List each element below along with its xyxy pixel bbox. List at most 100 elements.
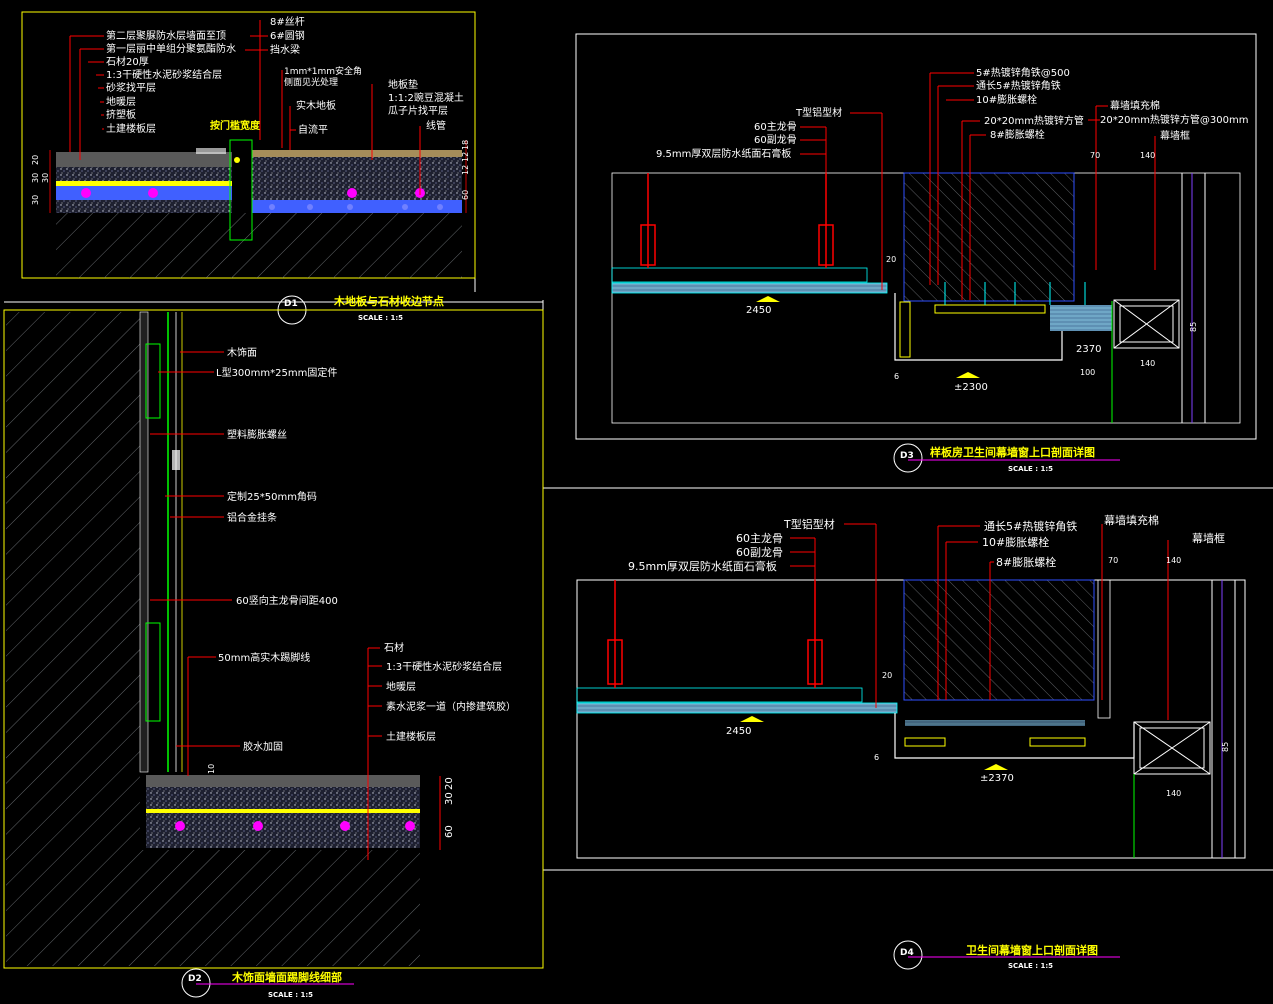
d4-dim-5: 140 — [1166, 789, 1181, 798]
d3-frame — [575, 33, 1257, 440]
d3-label-center-2: 10#膨胀螺栓 — [976, 93, 1037, 106]
d1-label-left-3: 1:3干硬性水泥砂浆结合层 — [106, 68, 222, 81]
d3-label-left-3: 9.5mm厚双层防水纸面石膏板 — [656, 147, 791, 160]
d3-label-left-1: 60主龙骨 — [754, 120, 797, 133]
d1-leaders — [69, 20, 421, 195]
d4-dim-3: 2450 — [726, 726, 751, 737]
d4-label-left-1: 60主龙骨 — [736, 532, 783, 545]
d2-pipes — [175, 821, 415, 831]
d4-label-right-0: 幕墙填充棉 — [1104, 513, 1159, 527]
d2-dim-1: 20 — [444, 777, 455, 790]
d3-dim-6: 100 — [1080, 368, 1095, 377]
d2-dim-0: 30 — [444, 792, 455, 805]
d1-dim-left-0: 20 — [31, 155, 40, 165]
d1-label-left-7: 土建楼板层 — [106, 122, 156, 135]
d1-label-far-3: 线管 — [426, 119, 446, 132]
d4-dim-1: 140 — [1166, 556, 1181, 565]
d3-dim-0: 70 — [1090, 151, 1100, 160]
d4-title: 卫生间幕墙窗上口剖面详图 — [966, 943, 1098, 957]
d3-curtain-box — [1113, 299, 1180, 349]
d4-label-center-1: 10#膨胀螺栓 — [982, 535, 1049, 549]
d1-label-left-0: 第二层聚脲防水层墙面至顶 — [106, 29, 226, 42]
d1-slab — [56, 213, 462, 278]
d1-dim-right-3: 60 — [461, 190, 470, 200]
d1-label-far-1: 1:1:2豌豆混凝土 — [388, 91, 464, 104]
d3-dim-3: 2450 — [746, 305, 771, 316]
d3-title: 样板房卫生间幕墙窗上口剖面详图 — [930, 445, 1095, 459]
detail-d4: T型铝型材 60主龙骨 60副龙骨 9.5mm厚双层防水纸面石膏板 通长5#热镀… — [576, 513, 1246, 970]
d3-dim-4: 2370 — [1076, 344, 1101, 355]
d1-dim-right-2: 12 — [461, 165, 470, 175]
d1-dim-right-1: 12 — [461, 152, 470, 162]
d3-dim-8: 85 — [1189, 322, 1198, 332]
detail-d3: T型铝型材 60主龙骨 60副龙骨 9.5mm厚双层防水纸面石膏板 5#热镀锌角… — [575, 33, 1257, 473]
d1-label-door: 按门槛宽度 — [210, 119, 261, 132]
d4-dim-2: 20 — [882, 671, 892, 680]
d1-title: 木地板与石材收边节点 — [333, 294, 444, 308]
detail-d2: 30 20 60 10 木饰面 L型300mm*25mm固定件 塑料膨胀螺丝 定… — [3, 309, 544, 999]
d2-wall — [6, 312, 420, 966]
d1-dims — [49, 140, 467, 213]
d4-curtain-box — [1133, 721, 1211, 775]
detail-d1: 20 30 30 30 18 12 12 60 第二层聚脲防水层墙面至顶 第一层… — [21, 11, 476, 325]
d2-dim-3: 10 — [207, 764, 216, 774]
d1-dim-left-3: 30 — [31, 195, 40, 205]
d2-label-wall-5: 60竖向主龙骨间距400 — [236, 594, 338, 607]
d1-label-far-0: 地板垫 — [388, 78, 418, 91]
d1-label-right-1: 自流平 — [298, 123, 328, 136]
d4-label-right-1: 幕墙框 — [1192, 531, 1225, 545]
d3-wall — [903, 172, 1075, 302]
d4-label-center-2: 8#膨胀螺栓 — [996, 555, 1056, 569]
d3-label-right-2: 幕墙框 — [1160, 129, 1190, 142]
d3-label-center-3: 20*20mm热镀锌方管 — [984, 114, 1084, 127]
d1-label-mid-1: 6#圆钢 — [270, 29, 305, 42]
d2-label-wall-2: 塑料膨胀螺丝 — [227, 428, 287, 441]
d4-label-left-0: T型铝型材 — [783, 517, 835, 531]
d3-tag: D3 — [900, 451, 914, 461]
d4-leaders — [790, 523, 1169, 720]
d4-tag-circle — [893, 940, 923, 970]
d2-label-floor-3: 素水泥浆一道（内掺建筑胶） — [386, 700, 516, 713]
d3-leaders — [800, 72, 1156, 300]
d4-label-center-0: 通长5#热镀锌角铁 — [984, 519, 1077, 533]
d2-dim-2: 60 — [444, 825, 455, 838]
d2-title: 木饰面墙面踢脚线细部 — [231, 970, 342, 984]
d2-label-wall-4: 铝合金挂条 — [227, 511, 277, 524]
d3-label-center-1: 通长5#热镀锌角铁 — [976, 79, 1061, 92]
d2-label-floor-1: 1:3干硬性水泥砂浆结合层 — [386, 660, 502, 673]
d2-tag: D2 — [188, 974, 202, 984]
d2-tag-circle — [181, 968, 211, 998]
d1-label-right-0: 实木地板 — [296, 99, 336, 112]
d1-dim-right-0: 18 — [461, 140, 470, 150]
d2-label-wall-7: 胶水加固 — [243, 740, 283, 753]
d4-label-left-3: 9.5mm厚双层防水纸面石膏板 — [628, 559, 777, 573]
d4-label-left-2: 60副龙骨 — [736, 546, 783, 559]
sheet-frame — [4, 12, 1273, 871]
d1-label-corner: 1mm*1mm安全角侧面见光处理 — [284, 65, 362, 88]
d2-leaders — [150, 351, 441, 860]
d1-label-mid-0: 8#丝杆 — [270, 16, 305, 28]
d1-dim-left-1: 30 — [31, 173, 40, 183]
d3-label-left-2: 60副龙骨 — [754, 133, 797, 146]
d3-dim-1: 140 — [1140, 151, 1155, 160]
d2-label-wall-3: 定制25*50mm角码 — [227, 490, 317, 503]
d3-label-center-4: 8#膨胀螺栓 — [990, 128, 1045, 141]
d4-tag: D4 — [900, 948, 914, 958]
d3-label-right-0: 幕墙填充棉 — [1110, 99, 1160, 112]
d1-label-left-6: 挤塑板 — [106, 108, 136, 121]
d3-label-left-0: T型铝型材 — [795, 106, 842, 119]
d3-dim-2: 20 — [886, 255, 896, 264]
d1-label-mid-2: 挡水梁 — [270, 43, 300, 56]
d3-dim-7: 140 — [1140, 359, 1155, 368]
d1-label-left-5: 地暖层 — [106, 95, 136, 108]
d3-dim-9: 6 — [894, 372, 899, 381]
d4-dim-0: 70 — [1108, 556, 1118, 565]
d2-scale: SCALE : 1:5 — [268, 991, 313, 999]
d4-dim-6: 85 — [1221, 742, 1230, 752]
d1-dim-left-2: 30 — [41, 173, 50, 183]
d3-scale: SCALE : 1:5 — [1008, 465, 1053, 473]
d2-label-wall-6: 50mm高实木踢脚线 — [218, 651, 310, 664]
d1-label-left-1: 第一层丽中单组分聚氨酯防水 — [106, 42, 236, 55]
d3-label-center-0: 5#热镀锌角铁@500 — [976, 66, 1070, 79]
